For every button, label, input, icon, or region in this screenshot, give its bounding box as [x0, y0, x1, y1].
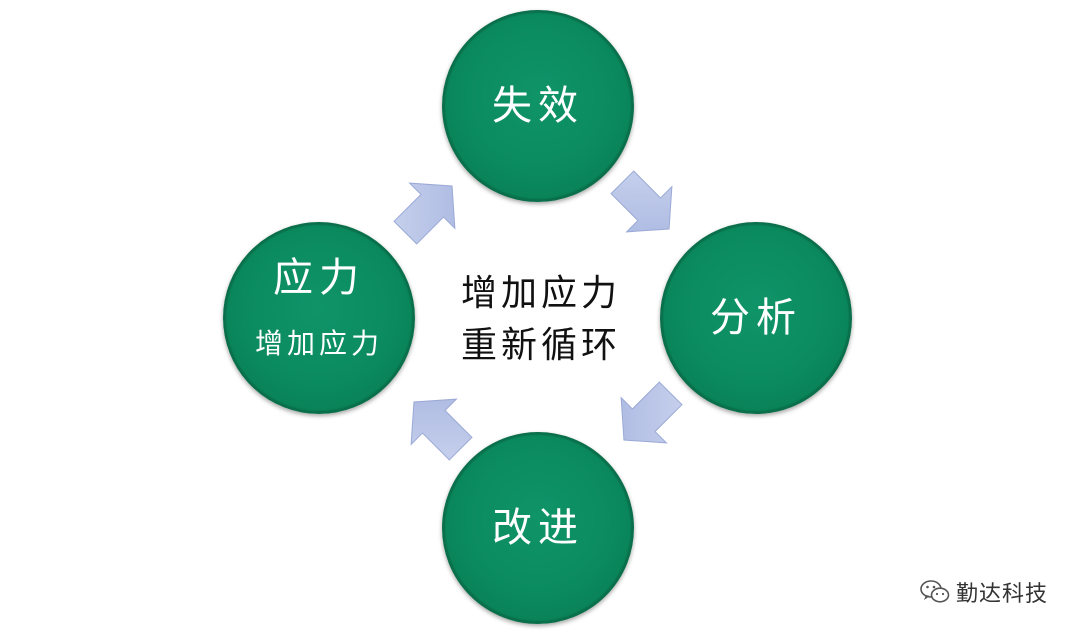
- center-caption: 增加应力 重新循环: [446, 268, 636, 372]
- arrow-top-to-right: [610, 170, 673, 233]
- watermark: 勤达科技: [920, 576, 1048, 608]
- arrow-right-to-bottom: [620, 381, 683, 444]
- node-analysis-label: 分析: [710, 295, 802, 341]
- node-analysis: 分析: [660, 222, 852, 414]
- center-caption-line2: 重新循环: [460, 325, 621, 367]
- arrow-left-to-top: [393, 182, 456, 245]
- node-stress-sublabel: 增加应力: [254, 327, 383, 360]
- node-failure: 失效: [442, 10, 634, 202]
- wechat-icon: [920, 580, 950, 603]
- node-stress-label: 应力: [273, 255, 365, 301]
- watermark-text: 勤达科技: [955, 582, 1048, 607]
- arrow-bottom-to-left: [410, 398, 473, 461]
- center-caption-line1: 增加应力: [460, 273, 621, 314]
- node-failure-label: 失效: [492, 83, 584, 129]
- node-improvement: 改进: [442, 432, 634, 624]
- node-improvement-label: 改进: [492, 505, 584, 551]
- node-stress: 应力 增加应力: [223, 222, 415, 414]
